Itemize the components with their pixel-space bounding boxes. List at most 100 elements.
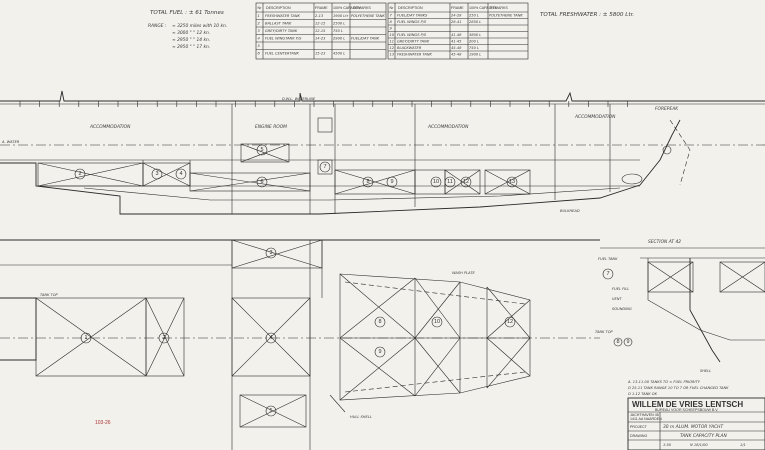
range-label: RANGE : xyxy=(148,23,167,29)
compartment-label: ACCOMMODATION xyxy=(574,114,616,120)
table-cell: 45-48 xyxy=(451,53,462,57)
tank-number: 12 xyxy=(507,319,513,325)
tank-number-circle xyxy=(80,332,92,344)
drawing-scale: 1:50 xyxy=(663,443,672,447)
revision-notes: A. 13-11-00 TANKS TO ≈ FUEL PRIORITY O 2… xyxy=(627,380,729,396)
table-cell: 12-15 xyxy=(315,22,326,26)
table-cell: GREY/DIRTY TANK xyxy=(397,40,430,44)
hull-shell-label: HULL SHELL xyxy=(350,415,372,419)
table-cell: 28-41 xyxy=(451,20,461,24)
drawing-sheet: 1/1 xyxy=(740,443,746,447)
tank-number: 9 xyxy=(626,339,629,345)
table-cell: 41-45 xyxy=(451,40,462,44)
table-cell: 24-28 xyxy=(451,14,462,18)
tank-number-circle xyxy=(460,176,472,188)
drawing-label: DRAWING xyxy=(630,434,647,438)
waterline-label: D.W.L. WATERLINE xyxy=(282,97,316,101)
table-cell: POLYETHENE TANK xyxy=(489,14,523,18)
tank-number: 10 xyxy=(434,319,440,325)
tank-number-circle xyxy=(158,332,170,344)
wash-plate-label: WASH PLATE xyxy=(452,271,476,275)
table-header: FRAME xyxy=(315,6,328,10)
table-cell: 200 L xyxy=(469,40,479,44)
plan-view: TANK TOP W xyxy=(0,239,600,450)
corner-stamp: 103-26 xyxy=(95,420,111,426)
tank-number-circle xyxy=(374,316,386,328)
table-cell: FUEL/DAY TANKS xyxy=(397,14,428,18)
section-label: VENT xyxy=(612,297,622,301)
tank-number: 10 xyxy=(433,179,439,185)
range-row: ≈ 3250 miles with 10 kn. xyxy=(172,23,227,29)
tank-number-circle xyxy=(386,176,398,188)
table-cell: 4500 L xyxy=(333,52,345,56)
section-label: FUEL TANK xyxy=(598,257,618,261)
table-header: 100% CAPACITY xyxy=(469,6,497,10)
tank-number: 11 xyxy=(447,179,453,185)
table-cell: FUEL/DAY TANK xyxy=(351,37,380,41)
section-label: FUEL FILL xyxy=(612,287,629,291)
table-header: 100% CAPACITY xyxy=(333,6,361,10)
tank-number: 8 xyxy=(378,319,381,325)
tank-number: 9 xyxy=(378,349,381,355)
tank-number-circle xyxy=(506,176,518,188)
tank-number-circle xyxy=(431,316,443,328)
tank-table-right: Nr DESCRIPTION FRAME 100% CAPACITY REMAR… xyxy=(387,2,529,60)
tank-number: 3 xyxy=(269,250,272,256)
table-cell: 750 L xyxy=(333,29,343,33)
table-header: Nr xyxy=(390,6,395,10)
aft-label: A. WATER xyxy=(1,140,20,144)
profile-view: D.W.L. WATERLINE ACCOMMODATION ENGINE RO… xyxy=(0,90,765,215)
tank-number-circle xyxy=(362,176,374,188)
address-line: JACHTHAVEN 45 xyxy=(630,413,659,417)
tank-number-circle xyxy=(74,168,86,180)
table-cell: FUEL CENTERTANK xyxy=(265,52,300,56)
tank-number: 9 xyxy=(390,179,393,185)
table-cell: 41-48 xyxy=(451,33,462,37)
table-cell: 250 L xyxy=(469,14,479,18)
tank-number: 3 xyxy=(155,171,158,177)
table-cell: 14-23 xyxy=(315,37,326,41)
section-label: SOUNDING xyxy=(612,307,632,311)
table-cell: 2850 L xyxy=(469,20,481,24)
section-title: SECTION AT 42 xyxy=(648,239,681,245)
tank-number: 8 xyxy=(616,339,619,345)
drawing-number: N 18/1/00 xyxy=(690,443,708,447)
table-cell: 8 xyxy=(390,20,393,24)
tank-number: 5 xyxy=(260,147,263,153)
tank-number: 4 xyxy=(179,171,182,177)
table-header: REMARKS xyxy=(353,6,371,10)
address-line: 1411 AA NAARDEN xyxy=(630,417,662,421)
tank-number: 5 xyxy=(269,408,272,414)
table-cell: 12-15 xyxy=(315,29,326,33)
revision-line: A. 13-11-00 TANKS TO ≈ FUEL PRIORITY xyxy=(627,380,701,384)
table-cell: 2900 L xyxy=(333,37,345,41)
company-subtitle: BUREAU VOOR SCHEEPSBOUW B.V. xyxy=(655,408,718,412)
total-freshwater-text: TOTAL FRESHWATER : ± 5800 Ltr. xyxy=(540,12,634,18)
tank-number: 12 xyxy=(463,179,469,185)
table-cell: FRESHWATER TANK xyxy=(397,53,433,57)
tank-number: 2 xyxy=(162,335,165,341)
tank-number-circle xyxy=(265,405,277,417)
revision-line: O 25-11 TANK RANGE 10 TO 7 OR FUEL CHANG… xyxy=(628,386,729,390)
project-label: PROJECT xyxy=(630,425,648,429)
tank-number-circle xyxy=(151,168,163,180)
tank-number-circle xyxy=(430,176,442,188)
tank-number-circle xyxy=(504,316,516,328)
table-header: Nr xyxy=(258,6,263,10)
table-cell: 750 L xyxy=(469,46,479,50)
tank-number-circle xyxy=(444,176,456,188)
tank-number: 13 xyxy=(509,179,515,185)
range-row: ≈ 3000 " " 12 kn. xyxy=(172,30,210,36)
table-cell: FUEL WINGS P/S xyxy=(397,20,427,24)
tank-top-label: TANK TOP xyxy=(40,293,59,297)
table-cell: 1900 Ltr xyxy=(333,14,349,18)
table-cell: 13 xyxy=(390,53,395,57)
table-cell: 7 xyxy=(390,14,393,18)
compartment-label: ACCOMMODATION xyxy=(427,124,469,130)
compartment-label: ENGINE ROOM xyxy=(255,124,287,130)
total-fuel-text: TOTAL FUEL : ± 61 Tonnes xyxy=(150,10,224,16)
table-cell: POLYETHENE TANK xyxy=(351,14,385,18)
